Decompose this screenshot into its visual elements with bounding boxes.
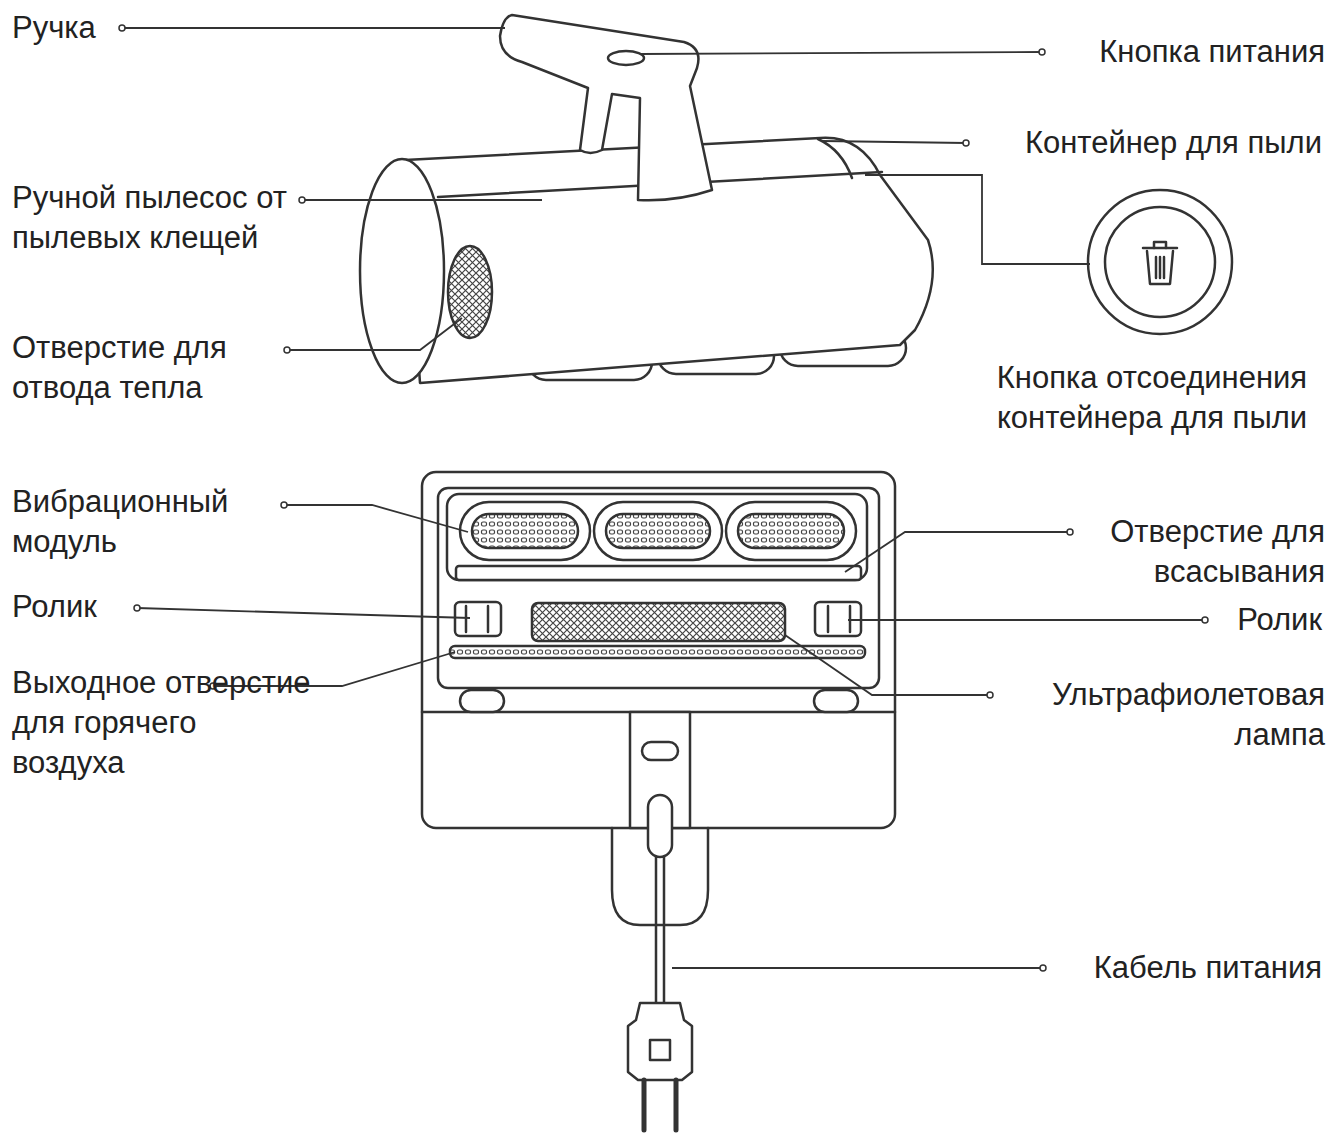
plug-pins: [644, 1080, 676, 1130]
base-panel: [438, 488, 879, 688]
release-button-inner: [1105, 207, 1215, 317]
leader-dot: [119, 25, 125, 31]
base-slot: [460, 690, 504, 712]
vibration-module: [460, 502, 856, 560]
part-label: Ролик: [1237, 600, 1322, 640]
leader-dot: [284, 347, 290, 353]
roller-detail: [466, 606, 488, 632]
leader-dot: [281, 502, 287, 508]
part-label: Вибрационный модуль: [12, 482, 280, 562]
plug-detail: [650, 1040, 670, 1060]
part-label: Ультрафиолетовая лампа: [1007, 675, 1325, 755]
release-button-outer: [1088, 190, 1232, 334]
roller: [815, 602, 861, 636]
leader-dot: [1039, 49, 1045, 55]
leader-lines: [122, 28, 1205, 968]
part-label: Ручной пылесос от пылевых клещей: [12, 178, 290, 258]
part-label: Отверстие для всасывания: [1075, 512, 1325, 592]
power-button: [608, 51, 644, 65]
base-outline: [422, 472, 895, 828]
cord-grommet: [648, 795, 672, 857]
leader-line: [284, 505, 468, 532]
leader-line: [785, 635, 990, 695]
part-label: Отверстие для отвода тепла: [12, 328, 267, 408]
leader-dots: [119, 25, 1208, 971]
leader-line: [302, 199, 542, 201]
vibration-tray: [447, 494, 867, 580]
part-label: Ручка: [12, 8, 96, 48]
base-slot: [814, 690, 858, 712]
leader-line: [865, 175, 1090, 264]
roller-detail: [828, 606, 850, 632]
leader-dot: [134, 605, 140, 611]
leader-dot: [987, 692, 993, 698]
leader-line: [848, 619, 1205, 621]
container-edge: [818, 139, 852, 178]
cord-slot: [642, 742, 678, 760]
handle: [500, 15, 712, 200]
uv-lamp: [532, 603, 785, 641]
leader-dot: [1202, 617, 1208, 623]
leader-line: [640, 52, 1042, 54]
suction-slot: [456, 566, 861, 580]
plug-body: [628, 1003, 692, 1080]
leader-line: [672, 967, 1043, 969]
leader-line: [845, 532, 1070, 572]
leader-dot: [1067, 529, 1073, 535]
part-label: Кнопка отсоединения контейнера для пыли: [970, 358, 1331, 438]
part-label: Контейнер для пыли: [1025, 123, 1322, 163]
leader-line: [822, 141, 966, 143]
part-label: Кабель питания: [1094, 948, 1322, 988]
leader-dot: [963, 140, 969, 146]
leader-line: [137, 608, 470, 618]
power-cable: [656, 857, 664, 1003]
trash-icon: [1143, 242, 1177, 284]
leader-dot: [1040, 965, 1046, 971]
leader-line: [122, 27, 505, 29]
part-label: Выходное отверстие для горячего воздуха: [12, 663, 312, 783]
part-label: Ролик: [12, 587, 97, 627]
leader-dot: [299, 197, 305, 203]
part-label: Кнопка питания: [1099, 32, 1325, 72]
leader-line: [287, 318, 462, 350]
roller: [455, 602, 501, 636]
